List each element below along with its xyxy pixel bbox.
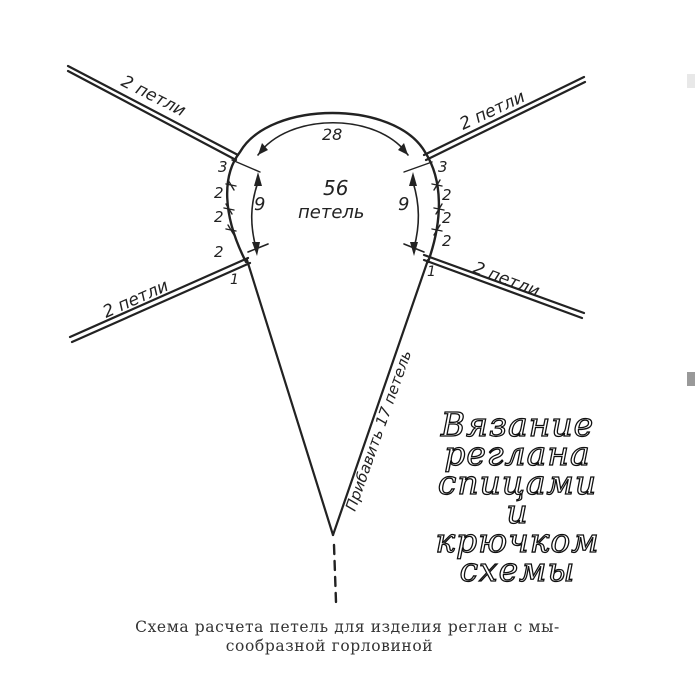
- left-mark-4: 2: [214, 243, 224, 261]
- raglan-line-lower-left: [68, 256, 252, 344]
- raglan-line-upper-right: [422, 75, 587, 162]
- caption-line-2: сообразной горловиной: [225, 637, 434, 655]
- scan-edge-artifact: [687, 372, 695, 386]
- label-right-side-count: 9: [398, 194, 409, 215]
- right-mark-3: 2: [442, 209, 452, 227]
- watermark-line-1: Вязание: [440, 405, 595, 444]
- watermark-line-2: реглана: [444, 434, 591, 473]
- left-tick-marks: [223, 179, 237, 236]
- label-arc-top-count: 28: [322, 125, 342, 144]
- left-mark-1: 3: [218, 158, 228, 176]
- center-dashed-line: [332, 543, 338, 604]
- label-center-unit: петель: [298, 202, 365, 223]
- watermark-line-3: спицами: [437, 463, 598, 502]
- left-mark-5: 1: [230, 272, 239, 288]
- watermark-line-5: крючком: [435, 521, 600, 560]
- right-arrow-9: [412, 181, 420, 249]
- label-center-count: 56: [323, 176, 348, 200]
- watermark-title: Вязание реглана спицами и крючком схемы: [385, 405, 650, 589]
- scan-edge-artifact: [687, 74, 695, 88]
- right-tick-marks: [431, 179, 445, 236]
- left-mark-2: 2: [214, 184, 224, 202]
- right-mark-1: 3: [438, 158, 448, 176]
- label-lower-right-strip: 2 петли: [470, 258, 542, 302]
- watermark-line-6: схемы: [459, 550, 576, 589]
- inner-arc-28: [257, 121, 409, 156]
- raglan-line-lower-right: [422, 253, 586, 320]
- label-upper-left-strip: 2 петли: [118, 72, 189, 121]
- v-line-left: [245, 258, 335, 537]
- left-mark-3: 2: [214, 208, 224, 226]
- neckline-outer-arc: [226, 111, 441, 264]
- raglan-line-upper-left: [66, 64, 240, 162]
- label-left-side-count: 9: [254, 194, 265, 215]
- label-lower-left-strip: 2 петли: [100, 276, 172, 323]
- watermark-line-4: и: [506, 492, 529, 531]
- v-line-right: [331, 258, 430, 537]
- right-mark-4: 2: [442, 232, 452, 250]
- right-mark-2: 2: [442, 186, 452, 204]
- caption-line-1: Схема расчета петель для изделия реглан …: [135, 618, 560, 636]
- left-arrow-9: [250, 181, 259, 249]
- right-mark-5: 1: [427, 264, 436, 280]
